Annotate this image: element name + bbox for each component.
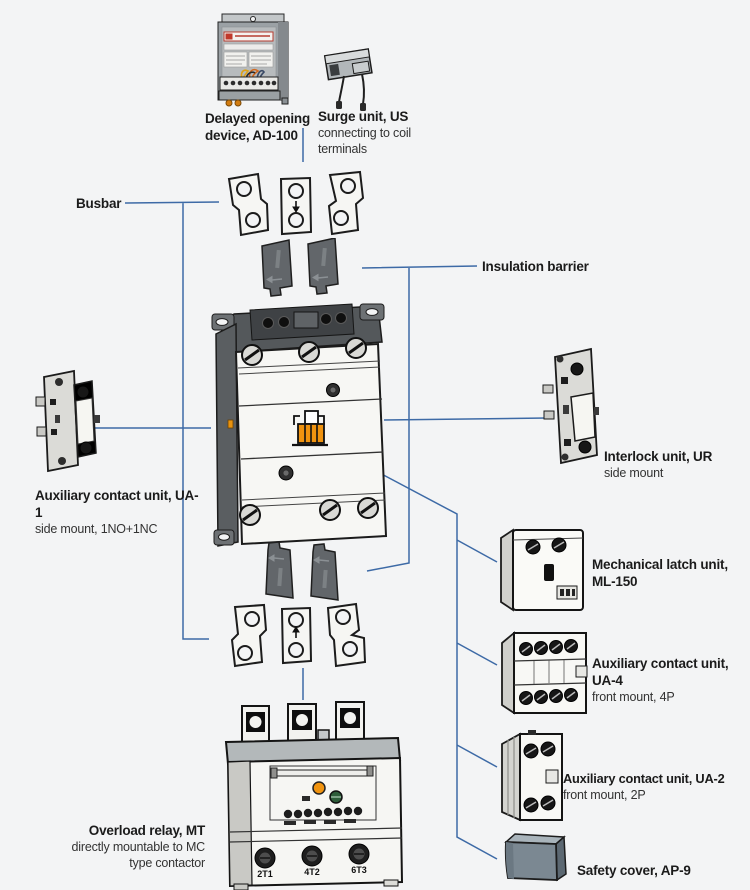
overload-relay-subtitle: directly mountable to MC type contactor (71, 840, 206, 870)
aux-ua2-image (501, 730, 563, 822)
interlock-title: Interlock unit, UR (604, 449, 713, 464)
barrier-plate (261, 239, 293, 297)
surge-subtitle: connecting to coil terminals (318, 126, 411, 156)
aux-ua4-subtitle: front mount, 4P (592, 690, 675, 704)
safety-cover-title: Safety cover, AP-9 (577, 863, 691, 878)
interlock-subtitle: side mount (604, 466, 664, 480)
contactor-image (211, 303, 388, 547)
aux-ua1-label: Auxiliary contact unit, UA-1 side mount,… (35, 487, 203, 538)
busbar-label: Busbar (76, 195, 122, 212)
aux-ua4-label: Auxiliary contact unit, UA-4 front mount… (592, 655, 744, 706)
line-insulation-label (361, 265, 478, 572)
line-contactor-to-interlock (383, 417, 548, 421)
relay-terminal-label: 6T3 (351, 865, 367, 875)
aux-ua2-subtitle: front mount, 2P (563, 788, 646, 802)
mech-latch-label: Mechanical latch unit, ML-150 (592, 556, 742, 590)
barrier-plate (265, 541, 294, 599)
aux-ua4-image (501, 631, 588, 715)
relay-terminal-screws (254, 843, 370, 869)
delayed-opening-device-image (217, 13, 289, 107)
overload-relay-image: 2T1 4T2 6T3 (224, 701, 404, 890)
surge-title: Surge unit, US (318, 109, 409, 124)
busbar-bottom-image (230, 602, 367, 668)
insulation-barrier-title: Insulation barrier (482, 259, 589, 274)
relay-terminal-label: 4T2 (304, 867, 320, 877)
barrier-plate (310, 543, 339, 601)
aux-ua1-subtitle: side mount, 1NO+1NC (35, 522, 158, 536)
line-right-accessory-tree (324, 443, 498, 860)
aux-ua4-title: Auxiliary contact unit, UA-4 (592, 656, 729, 688)
relay-reset-button (312, 781, 326, 795)
safety-cover-label: Safety cover, AP-9 (577, 862, 691, 879)
mech-latch-title: Mechanical latch unit, ML-150 (592, 557, 728, 589)
surge-label: Surge unit, US connecting to coil termin… (318, 108, 436, 157)
arrow-down-icon (292, 201, 300, 213)
aux-ua2-label: Auxiliary contact unit, UA-2 front mount… (563, 770, 749, 804)
overload-relay-label: Overload relay, MT directly mountable to… (50, 822, 206, 871)
safety-cover-ap9-image (504, 833, 567, 882)
busbar-top-image (227, 170, 365, 237)
aux-ua1-image (35, 369, 100, 473)
aux-ua1-title: Auxiliary contact unit, UA-1 (35, 488, 199, 520)
barrier-plate (307, 238, 339, 295)
line-terminal-screws-bottom (239, 497, 379, 526)
insulation-barrier-bottom-image (265, 541, 339, 601)
relay-terminal-label: 2T1 (257, 869, 273, 879)
interlock-label: Interlock unit, UR side mount (604, 448, 712, 482)
arrow-up-icon (292, 626, 300, 638)
busbar-title: Busbar (76, 196, 122, 211)
mech-latch-ml150-image (500, 528, 584, 612)
line-busbar-label (124, 201, 220, 640)
surge-unit-image (323, 48, 373, 111)
insulation-barrier-label: Insulation barrier (482, 258, 589, 275)
line-terminal-screws (241, 337, 367, 366)
delayed-opening-title: Delayed opening device, AD-100 (205, 111, 311, 143)
aux-ua2-title: Auxiliary contact unit, UA-2 (563, 771, 725, 786)
insulation-barrier-top-image (261, 238, 339, 297)
delayed-opening-label: Delayed opening device, AD-100 (205, 110, 327, 144)
contact-position-indicator (292, 410, 328, 447)
overload-relay-title: Overload relay, MT (88, 823, 205, 838)
interlock-ur-image (542, 347, 599, 465)
